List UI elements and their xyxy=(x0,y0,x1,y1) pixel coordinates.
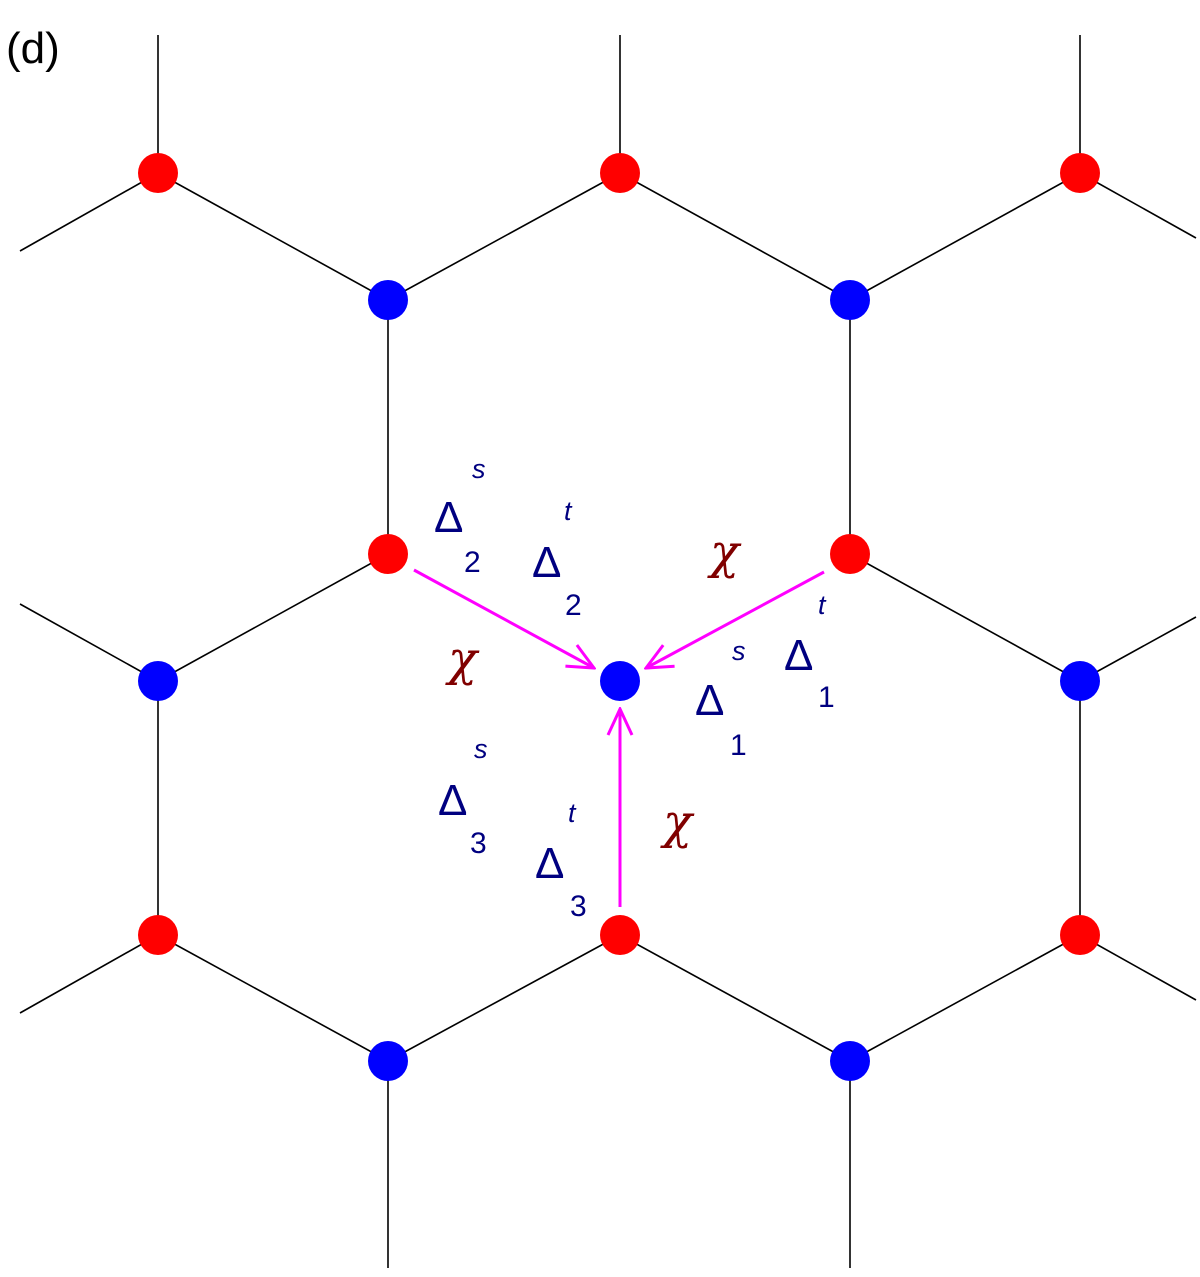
chi-label-3: χ xyxy=(660,794,695,850)
site-a xyxy=(600,153,640,193)
lattice-bond xyxy=(19,934,159,1014)
site-b xyxy=(368,280,408,320)
delta-symbol: Δ xyxy=(695,676,724,725)
delta-s-3-label: s Δ 3 xyxy=(438,734,488,860)
delta-t-3-label: t Δ 3 xyxy=(535,798,587,923)
site-b xyxy=(138,661,178,701)
site-b xyxy=(1060,661,1100,701)
lattice-bond xyxy=(19,603,159,682)
delta-symbol: Δ xyxy=(784,631,813,680)
lattice-bond xyxy=(619,172,851,301)
site-a xyxy=(1060,915,1100,955)
delta-superscript: s xyxy=(474,734,488,764)
lattice-sites xyxy=(138,153,1100,1081)
lattice-bond xyxy=(387,934,621,1062)
delta-s-2-label: s Δ 2 xyxy=(434,454,486,579)
site-b-center xyxy=(600,661,640,701)
delta-subscript: 3 xyxy=(470,827,487,860)
delta-superscript: t xyxy=(818,590,827,620)
delta-superscript: t xyxy=(568,798,577,828)
delta-t-2-label: t Δ 2 xyxy=(532,496,582,622)
delta-symbol: Δ xyxy=(532,538,561,587)
site-b xyxy=(830,280,870,320)
delta-superscript: s xyxy=(732,636,746,666)
site-a xyxy=(138,153,178,193)
lattice-bond xyxy=(849,553,1081,682)
delta-subscript: 2 xyxy=(565,589,582,622)
site-a xyxy=(600,915,640,955)
delta-subscript: 1 xyxy=(818,681,835,714)
site-a xyxy=(830,534,870,574)
arrow-site-2-to-center xyxy=(413,568,594,668)
chi-label-1: χ xyxy=(707,524,742,580)
arrow-site-1-to-center xyxy=(646,570,825,668)
lattice-bond xyxy=(1079,616,1197,682)
lattice-bond xyxy=(387,172,621,301)
lattice-bond xyxy=(1079,172,1197,239)
lattice-bond xyxy=(1079,934,1197,1001)
lattice-bond xyxy=(19,172,159,252)
delta-s-1-label: s Δ 1 xyxy=(695,636,747,762)
delta-superscript: s xyxy=(472,454,486,484)
delta-t-1-label: t Δ 1 xyxy=(784,590,835,714)
delta-subscript: 3 xyxy=(570,890,587,923)
lattice-bond xyxy=(619,934,851,1062)
lattice-bond xyxy=(849,934,1081,1062)
bond-arrows xyxy=(413,568,825,907)
site-b xyxy=(830,1041,870,1081)
site-b xyxy=(368,1041,408,1081)
panel-label: (d) xyxy=(6,24,60,73)
delta-symbol: Δ xyxy=(535,839,564,888)
delta-symbol: Δ xyxy=(438,776,467,825)
lattice-bond xyxy=(157,934,389,1062)
lattice-bond xyxy=(157,553,389,682)
chi-label-2: χ xyxy=(445,631,480,687)
lattice-bond xyxy=(157,172,389,301)
site-a xyxy=(368,534,408,574)
delta-subscript: 1 xyxy=(730,729,747,762)
site-a xyxy=(138,915,178,955)
delta-superscript: t xyxy=(564,496,573,526)
lattice-bonds xyxy=(19,35,1197,1268)
lattice-bond xyxy=(849,172,1081,301)
delta-symbol: Δ xyxy=(434,493,463,542)
site-a xyxy=(1060,153,1100,193)
delta-subscript: 2 xyxy=(464,546,481,579)
